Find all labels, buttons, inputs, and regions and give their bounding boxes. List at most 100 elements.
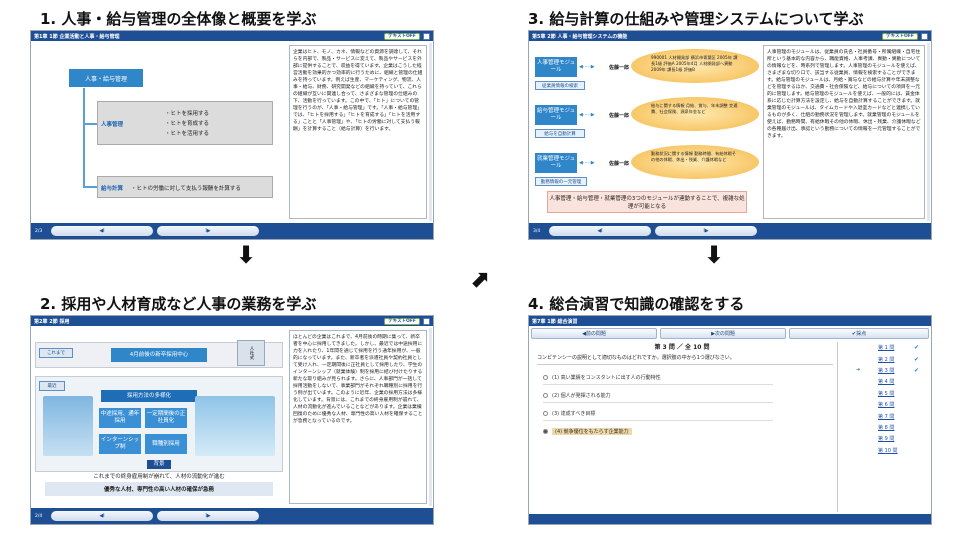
page-number: 2/4	[35, 513, 43, 519]
module-label: 就業管理モジュール	[535, 153, 577, 173]
answer-option[interactable]: (1) 高い業績をコンスタントに出す人の行動特性	[543, 374, 661, 381]
screen-step2: 第2章 2節 採用 テキストOFF これまで 4月前後の新卒採用中心 人社式 最…	[30, 315, 434, 525]
text-off-button[interactable]: テキストOFF	[384, 32, 420, 40]
score-label: 採点	[856, 331, 867, 337]
question-text: コンピテンシーの説明として適切なものはどれですか。選択肢の中から1つ選びなさい。	[537, 354, 833, 365]
prev-page-button[interactable]: ◀I	[51, 511, 153, 521]
screen-step4: 第7章 1節 総合演習 ◀前の問題 ▶次の問題 ✔採点 第 3 問 ／ 全 10…	[528, 315, 932, 525]
text-off-button[interactable]: テキストOFF	[882, 32, 918, 40]
next-question-label: 次の問題	[714, 331, 735, 337]
question-link[interactable]: 第 8 問	[878, 424, 895, 431]
root-node: 人事・給与管理	[69, 69, 143, 87]
question-link[interactable]: 第 1 問✔	[878, 344, 919, 352]
branch2-text: ・ヒトの労働に対して支払う報酬を計算する	[131, 186, 241, 192]
diagram-area: 人事管理モジュール 従業員情報の検索 ◀·····▶ 佐藤一郎 990001 人…	[533, 45, 759, 219]
conclusion-text: 優秀な人材、専門性の高い人材の確保が急務	[45, 482, 273, 496]
diagram-area: これまで 4月前後の新卒採用中心 人社式 最近 採用方法の多様化 中途採用、通年…	[35, 330, 283, 504]
scrollbar[interactable]	[927, 43, 930, 221]
page-number: 2/3	[35, 228, 43, 234]
method-4: 職種別採用	[145, 434, 187, 454]
attendance-button[interactable]: 勤務情報の一元管理	[535, 177, 587, 186]
down-arrow-icon: ⬇	[704, 241, 725, 269]
check-icon: ✔	[913, 344, 919, 352]
recent-label: 最近	[39, 381, 65, 391]
before-label: これまで	[39, 348, 73, 358]
screen-header: 第1章 1節 企業活動と人事・給与管理 テキストOFF	[31, 31, 433, 41]
screen-step1: 第1章 1節 企業活動と人事・給与管理 テキストOFF 人事・給与管理 人事管理…	[30, 30, 434, 240]
answer-option[interactable]: (3) 達成すべき目標	[543, 410, 595, 417]
chapter-title: 第5章 2節 人事・給与管理システムの機能	[532, 33, 628, 40]
diversify-label: 採用方法の多様化	[101, 390, 197, 402]
explanation-text: 企業はヒト、モノ、カネ、情報などの資源を調達して、それらを内部で、製品・サービス…	[289, 45, 427, 219]
search-employee-button[interactable]: 従業員情報の検索	[535, 81, 585, 90]
next-page-button[interactable]: I▶	[655, 226, 757, 236]
question-number: 第 3 問 ／ 全 10 問	[654, 344, 710, 351]
screen-header: 第7章 1節 総合演習	[529, 316, 931, 326]
explanation-text: 人事管理のモジュールは、従業員の氏名・社員番号・所属組織・自宅住所という基本的な…	[763, 45, 925, 219]
window-toggle-icon[interactable]	[921, 32, 928, 40]
connector	[83, 123, 97, 125]
connector	[83, 186, 97, 188]
question-link[interactable]: 第 2 問✔	[878, 355, 919, 363]
question-link[interactable]: 第 5 問	[878, 390, 895, 397]
connector	[83, 88, 85, 188]
prev-question-label: 前の問題	[585, 331, 606, 337]
prev-page-button[interactable]: ◀I	[549, 226, 651, 236]
auto-calc-button[interactable]: 給与を自動計算	[535, 129, 585, 138]
option-label: (1) 高い業績をコンスタントに出す人の行動特性	[552, 375, 661, 381]
scrollbar[interactable]	[429, 328, 432, 506]
info-disk: 990001 人材開発部 横浜市青葉区 2005年 課長1級 評価A 2005年…	[631, 49, 759, 83]
next-page-button[interactable]: I▶	[157, 511, 259, 521]
scrollbar[interactable]	[429, 43, 432, 221]
next-page-button[interactable]: I▶	[157, 226, 259, 236]
radio-icon[interactable]	[543, 393, 548, 398]
chapter-title: 第7章 1節 総合演習	[532, 318, 578, 325]
question-link[interactable]: 第 9 問	[878, 436, 895, 443]
window-toggle-icon[interactable]	[423, 317, 430, 325]
step1-title: 1. 人事・給与管理の全体像と概要を学ぶ	[40, 10, 317, 28]
summary-box: 人事管理・給与管理・就業管理の3つのモジュールが連動することで、複雑な処理が可能…	[547, 191, 747, 213]
quiz-toolbar: ◀前の問題 ▶次の問題 ✔採点	[531, 328, 929, 340]
method-2: 一定期間後の正社員化	[145, 408, 187, 428]
option-label: (4) 競争優位をもたらす企業能力	[552, 428, 632, 435]
question-link[interactable]: 第 4 問	[878, 379, 895, 386]
answer-option-selected[interactable]: (4) 競争優位をもたらす企業能力	[543, 428, 632, 435]
question-link[interactable]: 第 7 問	[878, 413, 895, 420]
radio-icon-selected[interactable]	[543, 429, 548, 434]
up-right-arrow-icon: ⬆	[463, 262, 498, 298]
down-arrow-icon: ⬇	[236, 241, 257, 269]
radio-icon[interactable]	[543, 375, 548, 380]
branch1-item: ・ヒトを採用する	[165, 111, 210, 117]
method-1: 中途採用、通年採用	[99, 408, 141, 428]
answer-option[interactable]: (2) 個人が発揮される能力	[543, 392, 611, 399]
question-link[interactable]: 第 6 問	[878, 402, 895, 409]
branch1-box	[97, 101, 273, 145]
score-button[interactable]: ✔採点	[789, 328, 929, 339]
screen-header: 第5章 2節 人事・給与管理システムの機能 テキストOFF	[529, 31, 931, 41]
company-building-icon: 人社式	[237, 340, 265, 366]
step4-title: 4. 総合演習で知識の確認をする	[528, 295, 745, 313]
check-icon: ✔	[913, 366, 919, 374]
people-illustration-icon	[195, 396, 275, 456]
page-number: 3/4	[533, 228, 541, 234]
branch2-box	[97, 176, 273, 198]
check-icon: ✔	[913, 355, 919, 363]
option-label: (3) 達成すべき目標	[552, 411, 596, 417]
quiz-footer	[529, 514, 931, 524]
prev-question-button[interactable]: ◀前の問題	[531, 328, 657, 339]
radio-icon[interactable]	[543, 411, 548, 416]
question-link-current[interactable]: ➜第 3 問✔	[856, 366, 919, 374]
method-3: インターンシップ制	[99, 434, 141, 454]
next-question-button[interactable]: ▶次の問題	[660, 328, 786, 339]
nav-footer: 3/4 ◀I I▶	[529, 223, 931, 239]
screen-header: 第2章 2節 採用 テキストOFF	[31, 316, 433, 326]
explanation-text: ほとんどの企業はこれまで、4月前後の時期に集って、新卒者を中心に採用してきました…	[289, 330, 427, 504]
window-toggle-icon[interactable]	[423, 32, 430, 40]
prev-page-button[interactable]: ◀I	[51, 226, 153, 236]
question-link[interactable]: 第 10 問	[878, 447, 898, 454]
step3-title: 3. 給与計算の仕組みや管理システムについて学ぶ	[528, 10, 864, 28]
text-off-button[interactable]: テキストOFF	[384, 317, 420, 325]
branch1-item: ・ヒトを活用する	[165, 131, 210, 137]
employee-name: 佐藤一郎	[609, 113, 630, 119]
chapter-title: 第2章 2節 採用	[34, 318, 70, 325]
